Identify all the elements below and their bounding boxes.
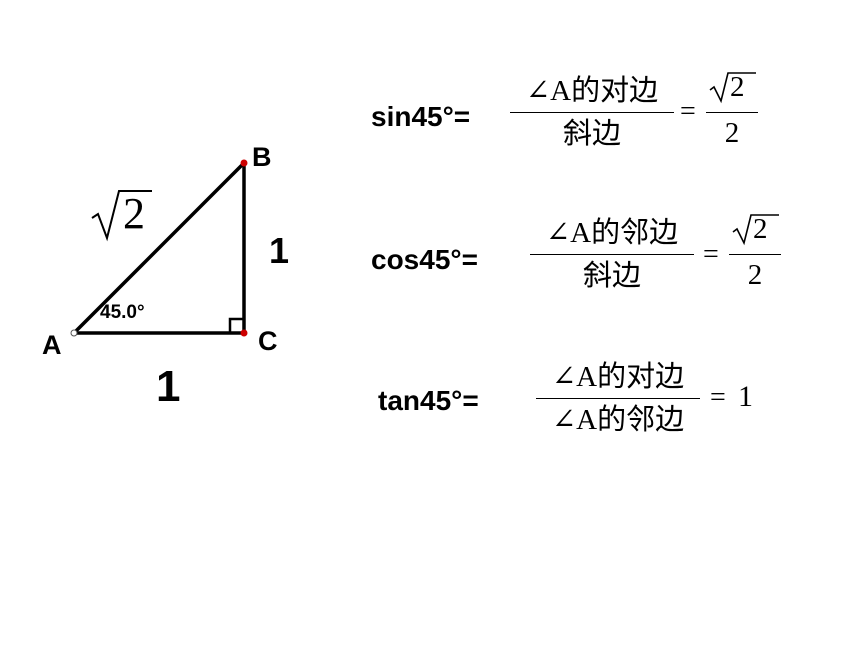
cos-result-radicand: 2 [753,213,768,245]
tan-label: tan45°= [378,385,479,416]
cos-label: cos45°= [371,244,478,275]
cos-denominator: 斜边 [582,260,641,292]
vertex-a-point [70,329,78,337]
sin-numerator: ∠A的对边 [525,75,659,107]
hypotenuse-radical-sign [91,190,152,242]
right-angle-marker [228,317,244,333]
vertex-c-label: C [258,326,278,356]
sin-fraction-bar [510,112,674,113]
sin-ratio-fraction: ∠A的对边 斜边 [510,74,674,151]
vertex-b-label: B [252,142,272,172]
sin-label: sin45°= [371,101,471,132]
sin-result-radicand: 2 [730,71,745,103]
tan-result: 1 [738,380,753,413]
sin-equals: = [680,96,696,127]
cos-result-bar [729,254,781,255]
sin-denominator: 斜边 [562,118,621,150]
side-ab [72,161,246,335]
cos-result-fraction: 2 2 [729,212,781,292]
tan-equals: = [710,382,726,413]
vertex-a-label: A [42,330,62,360]
cos-equals: = [703,239,719,270]
sin-radical-sign [709,72,756,104]
cos-result-sqrt: 2 [729,212,781,246]
angle-a-label: 45.0° [100,302,145,323]
sin-result-bar [706,112,758,113]
cos-result-denominator: 2 [747,259,763,291]
cos-radical-sign [732,214,779,246]
tan-ratio-fraction: ∠A的对边 ∠A的邻边 [536,360,700,437]
hypotenuse-label: 2 [123,189,145,238]
vertex-c-point [240,329,248,337]
vertex-b-point [240,159,248,167]
side-ac-label: 1 [156,362,181,411]
side-bc-label: 1 [269,230,290,271]
sin-result-fraction: 2 2 [706,70,758,150]
tan-denominator: ∠A的邻边 [551,404,685,436]
cos-fraction-bar [530,254,694,255]
sin-result-denominator: 2 [724,117,740,149]
cos-numerator: ∠A的邻边 [545,217,679,249]
sin-result-sqrt: 2 [706,70,758,104]
tan-fraction-bar [536,398,700,399]
tan-numerator: ∠A的对边 [551,361,685,393]
cos-ratio-fraction: ∠A的邻边 斜边 [530,216,694,293]
